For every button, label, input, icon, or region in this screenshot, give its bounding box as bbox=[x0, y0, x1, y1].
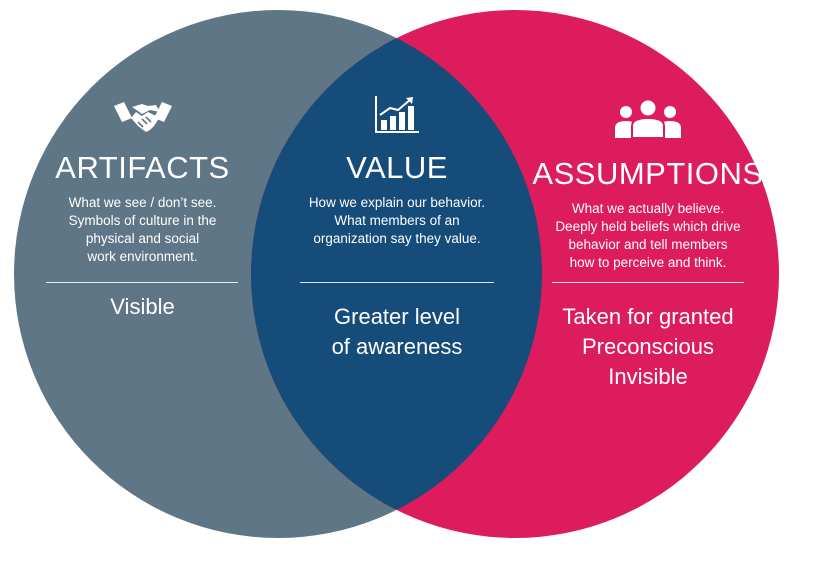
assumptions-level-line: Invisible bbox=[608, 364, 688, 389]
assumptions-description: What we actually believe. Deeply held be… bbox=[530, 200, 766, 272]
artifacts-divider bbox=[46, 282, 238, 283]
artifacts-awareness-level: Visible bbox=[40, 292, 245, 322]
artifacts-description-line: work environment. bbox=[87, 249, 198, 264]
artifacts-title: ARTIFACTS bbox=[55, 150, 230, 185]
value-title: VALUE bbox=[346, 150, 448, 185]
value-level-line: of awareness bbox=[331, 334, 463, 359]
assumptions-title: ASSUMPTIONS bbox=[532, 156, 764, 191]
assumptions-description-line: What we actually believe. bbox=[571, 201, 725, 216]
artifacts-description: What we see / don’t see. Symbols of cult… bbox=[40, 194, 245, 266]
artifacts-description-line: physical and social bbox=[85, 231, 200, 246]
assumptions-description-line: how to perceive and think. bbox=[569, 255, 727, 270]
assumptions-level-line: Preconscious bbox=[581, 334, 715, 359]
artifacts-level-line: Visible bbox=[110, 294, 175, 319]
assumptions-description-line: behavior and tell members bbox=[568, 237, 728, 252]
value-column: VALUE How we explain our behavior. What … bbox=[292, 94, 502, 248]
value-awareness-level: Greater level of awareness bbox=[292, 302, 502, 362]
assumptions-divider bbox=[552, 282, 744, 283]
value-description-line: organization say they value. bbox=[313, 231, 481, 246]
assumptions-description-line: Deeply held beliefs which drive bbox=[555, 219, 741, 234]
artifacts-description-line: Symbols of culture in the bbox=[68, 213, 217, 228]
assumptions-column: ASSUMPTIONS What we actually believe. De… bbox=[530, 98, 766, 272]
assumptions-level-line: Taken for granted bbox=[562, 304, 734, 329]
value-description-line: How we explain our behavior. bbox=[308, 195, 486, 210]
artifacts-description-line: What we see / don’t see. bbox=[68, 195, 217, 210]
bar-chart-growth-icon bbox=[375, 96, 419, 133]
value-description-line: What members of an bbox=[334, 213, 460, 228]
assumptions-awareness-level: Taken for granted Preconscious Invisible bbox=[530, 302, 766, 392]
value-level-line: Greater level bbox=[334, 304, 460, 329]
handshake-icon bbox=[113, 102, 172, 132]
value-description: How we explain our behavior. What member… bbox=[292, 194, 502, 248]
artifacts-column: ARTIFACTS What we see / don’t see. Symbo… bbox=[40, 96, 245, 266]
people-group-icon bbox=[615, 98, 681, 138]
value-divider bbox=[300, 282, 494, 283]
overlap-region bbox=[251, 10, 542, 538]
